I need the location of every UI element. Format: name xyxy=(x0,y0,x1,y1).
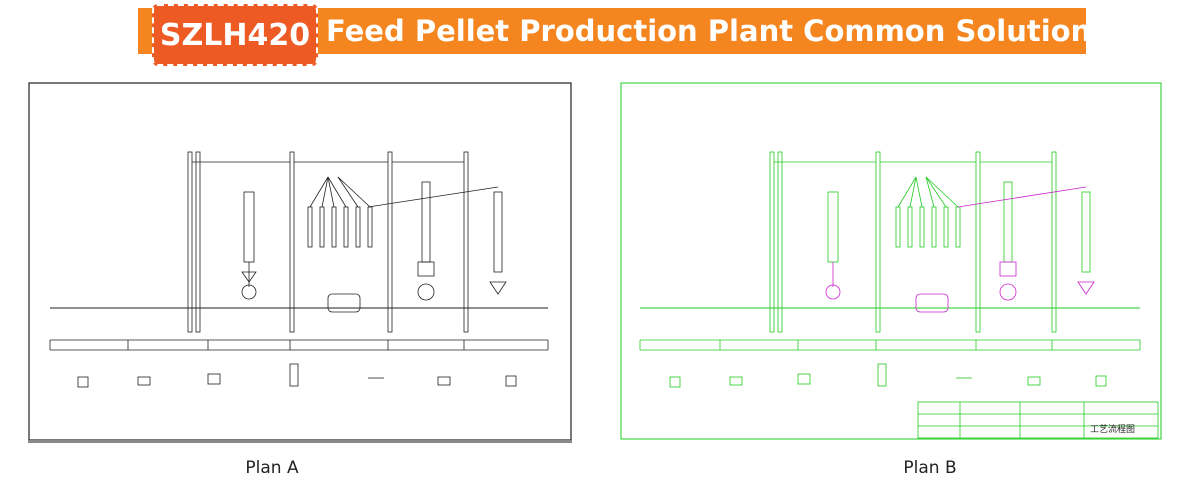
plan-a-drawing xyxy=(28,82,572,443)
title-block-label: 工艺流程图 xyxy=(1090,423,1135,435)
page-title: Feed Pellet Production Plant Common Solu… xyxy=(326,14,1109,48)
model-badge: SZLH420 xyxy=(152,4,318,66)
plan-b-drawing: 工艺流程图 xyxy=(620,82,1162,440)
plan-a-caption: Plan A xyxy=(245,458,299,478)
model-label: SZLH420 xyxy=(159,17,311,53)
plan-b-caption: Plan B xyxy=(903,458,957,478)
